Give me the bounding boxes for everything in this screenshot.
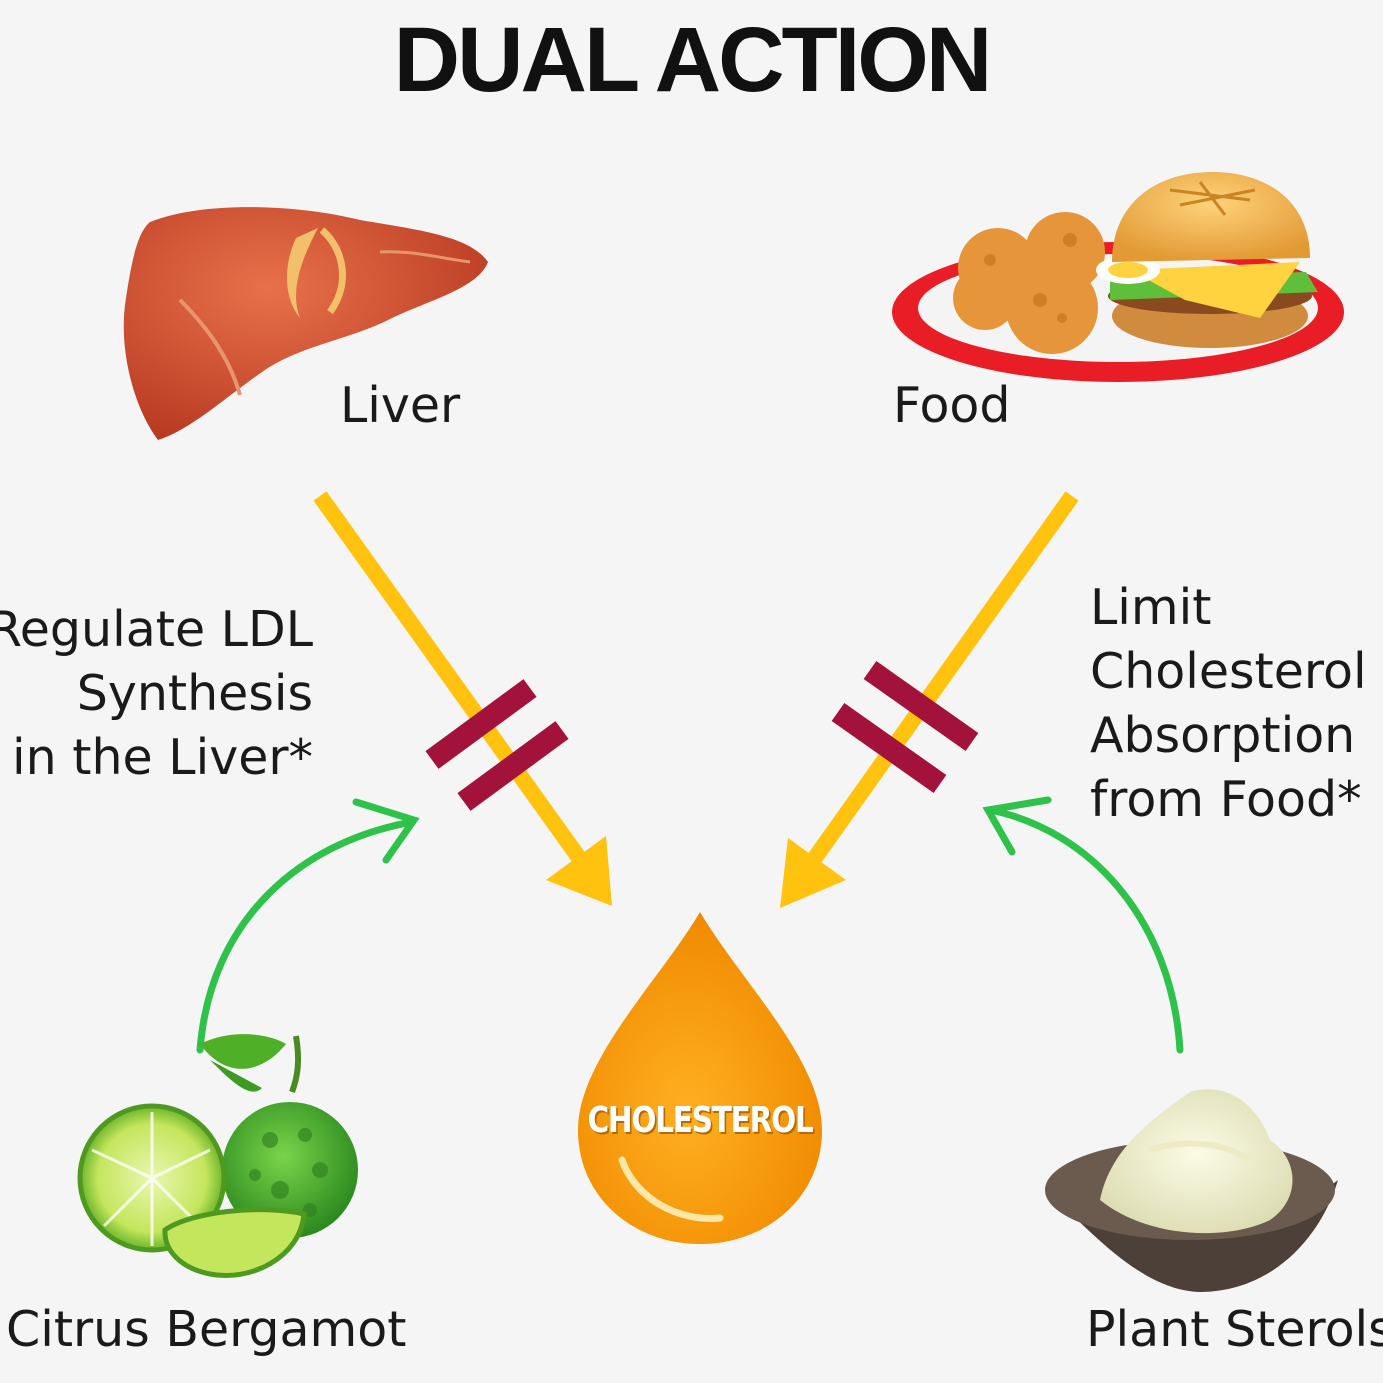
action-right-line: Absorption xyxy=(1090,707,1356,764)
label-citrus-bergamot: Citrus Bergamot xyxy=(6,1301,407,1358)
ingredient-arrow-sterols xyxy=(982,796,1184,1054)
cholesterol-label: CHOLESTEROL xyxy=(587,1100,813,1141)
action-right-line: Limit xyxy=(1090,579,1212,636)
cholesterol-drop xyxy=(578,912,822,1244)
page-title: DUAL ACTION xyxy=(393,9,993,111)
liver-illustration xyxy=(123,207,488,440)
ingredient-arrow-bergamot xyxy=(196,798,420,1054)
action-right-line: Cholesterol xyxy=(1090,643,1367,700)
flow-arrow-liver xyxy=(313,491,612,906)
block-bars-right xyxy=(831,661,979,793)
action-right-line: from Food* xyxy=(1090,771,1362,828)
action-left-line: Synthesis xyxy=(76,665,313,722)
label-food: Food xyxy=(893,377,1011,434)
plant-sterols-illustration xyxy=(1045,1089,1338,1292)
action-description-right: Limit Cholesterol Absorption from Food* xyxy=(1090,576,1367,832)
action-left-line: Regulate LDL xyxy=(0,601,313,658)
flow-arrow-food xyxy=(780,491,1079,908)
food-plate-illustration xyxy=(892,172,1344,382)
block-bars-left xyxy=(425,679,569,811)
label-plant-sterols: Plant Sterols xyxy=(1086,1301,1383,1358)
label-liver: Liver xyxy=(340,377,461,434)
action-left-line: in the Liver* xyxy=(12,729,313,786)
action-description-left: Regulate LDL Synthesis in the Liver* xyxy=(0,598,313,790)
bergamot-illustration xyxy=(77,1034,358,1278)
